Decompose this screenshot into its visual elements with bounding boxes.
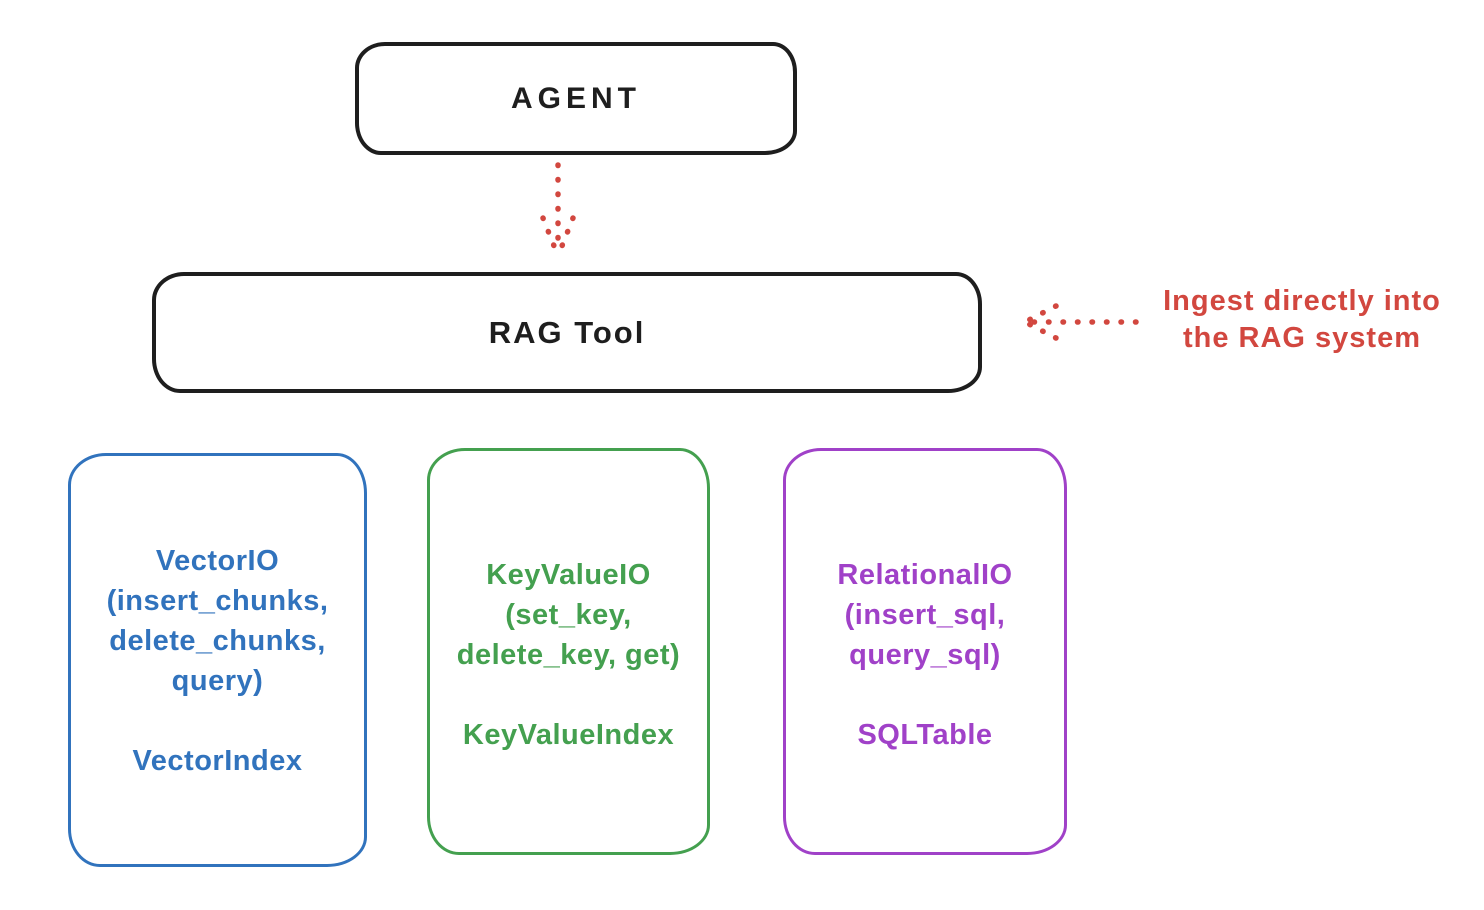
keyvalue-io-node: KeyValueIO (set_key, delete_key, get) Ke… (427, 448, 710, 855)
agent-node: AGENT (355, 42, 797, 155)
rag-tool-node: RAG Tool (152, 272, 982, 393)
relational-io-title: RelationalIO (837, 559, 1013, 591)
vector-index-label: VectorIndex (132, 745, 303, 777)
relational-io-methods-line1: (insert_sql, (844, 599, 1006, 631)
agent-node-label: AGENT (511, 81, 641, 115)
keyvalue-index-label: KeyValueIndex (462, 719, 675, 751)
sql-table-label: SQLTable (857, 719, 993, 751)
ingest-annotation-line1: Ingest directly into (1163, 285, 1441, 317)
keyvalue-io-methods-line1: (set_key, (505, 599, 632, 631)
vector-io-node: VectorIO (insert_chunks, delete_chunks, … (68, 453, 367, 867)
relational-io-node: RelationalIO (insert_sql, query_sql) SQL… (783, 448, 1067, 855)
rag-tool-node-label: RAG Tool (488, 314, 646, 350)
vector-io-methods-line3: query) (171, 665, 264, 697)
keyvalue-io-methods-line2: delete_key, get) (456, 639, 681, 671)
ingest-annotation-line2: the RAG system (1182, 322, 1421, 354)
dotted-left-arrow-icon (1022, 303, 1139, 341)
vector-io-methods-line1: (insert_chunks, (106, 585, 329, 617)
keyvalue-io-title: KeyValueIO (486, 559, 651, 591)
vector-io-methods-line2: delete_chunks, (109, 625, 326, 657)
ingest-annotation: Ingest directly into the RAG system (1132, 283, 1472, 357)
dotted-down-arrow-icon (540, 162, 576, 259)
relational-io-methods-line2: query_sql) (849, 639, 1001, 671)
vector-io-title: VectorIO (155, 545, 280, 577)
